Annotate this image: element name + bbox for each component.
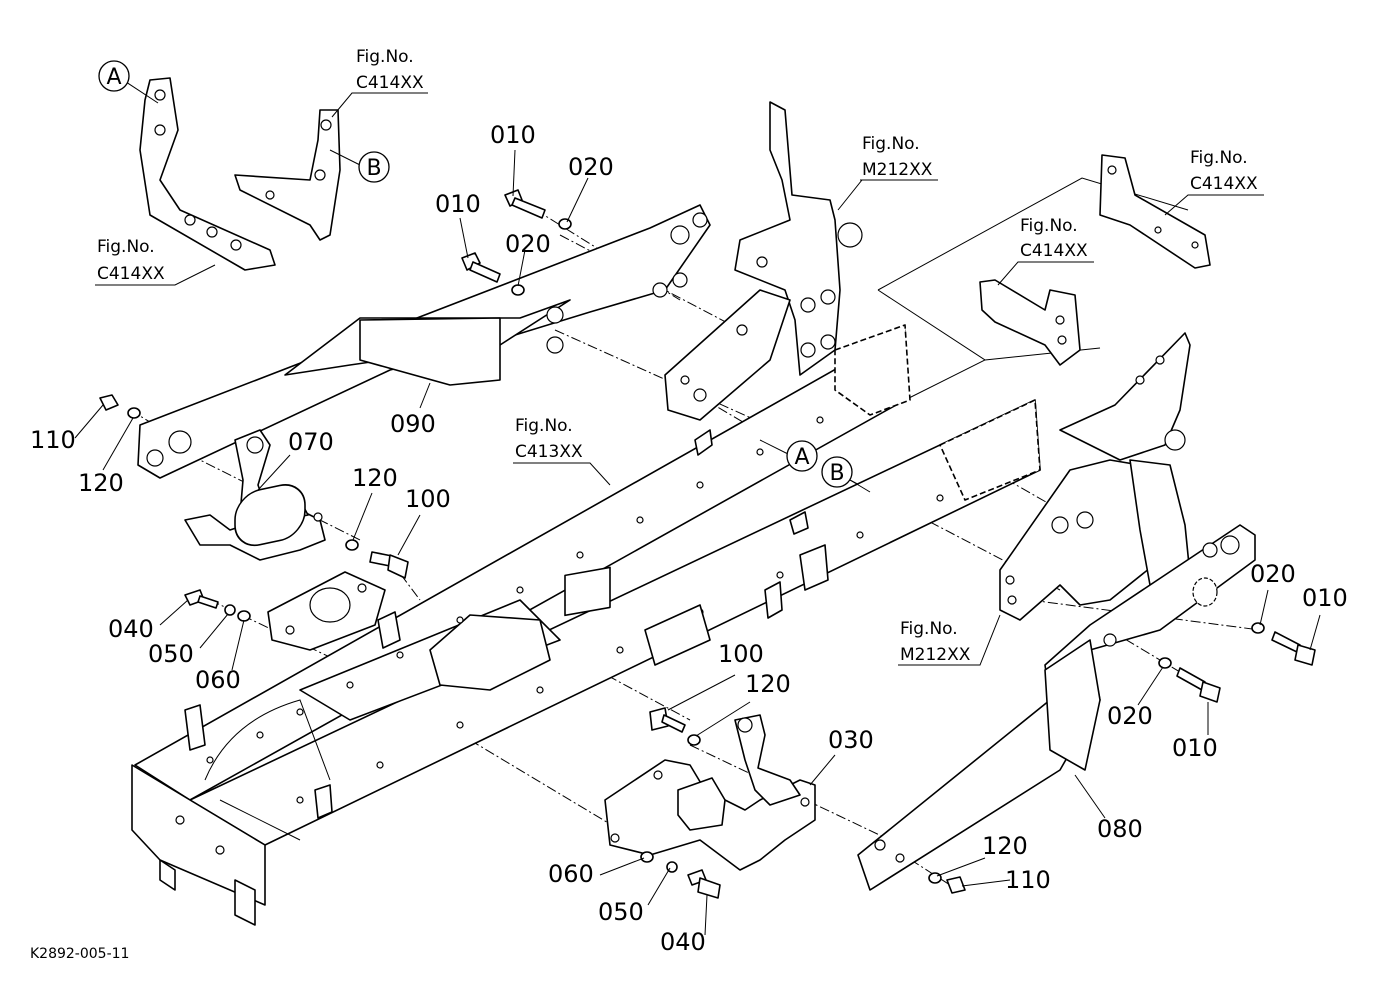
washer-020-right-a — [1251, 622, 1265, 634]
part-number-020: 020 — [1250, 560, 1296, 588]
support-bracket-080 — [857, 524, 1256, 891]
washer-020-right-b — [1158, 657, 1172, 669]
fig-ref-line2: M212XX — [862, 160, 933, 180]
part-number-090: 090 — [390, 410, 436, 438]
part-number-040: 040 — [108, 615, 154, 643]
fig-ref-c414-right-mid: Fig.No. C414XX — [1020, 216, 1088, 261]
part-number-060: 060 — [195, 666, 241, 694]
washer-050-left — [224, 604, 236, 616]
bolt-100-bottom — [649, 707, 686, 733]
drawing-code: K2892-005-11 — [30, 946, 129, 962]
subassembly-outline — [877, 177, 1189, 401]
fig-ref-line1: Fig.No. — [1020, 216, 1078, 236]
right-rear-support — [999, 332, 1191, 621]
part-number-070: 070 — [288, 428, 334, 456]
upper-right-support — [664, 101, 863, 421]
part-number-120: 120 — [745, 670, 791, 698]
washer-060-bottom — [640, 851, 654, 863]
fig-ref-line1: Fig.No. — [900, 619, 958, 639]
fig-ref-c413-mid: Fig.No. C413XX — [515, 416, 583, 462]
fig-ref-c414-left: Fig.No. C414XX — [97, 237, 165, 284]
left-top-bracket — [139, 77, 276, 271]
part-number-040: 040 — [660, 928, 706, 956]
engine-mount-030 — [604, 714, 816, 871]
part-number-120: 120 — [352, 464, 398, 492]
washer-020-b — [511, 284, 525, 296]
callout-label: B — [829, 461, 844, 486]
fig-ref-line1: Fig.No. — [515, 416, 573, 436]
engine-mount-070 — [184, 429, 386, 651]
washer-120-left-a — [127, 407, 141, 419]
main-frame — [131, 329, 1041, 926]
fig-ref-c414-right-top: Fig.No. C414XX — [1190, 148, 1258, 194]
fig-ref-underlines — [95, 92, 1264, 666]
part-number-010: 010 — [1172, 734, 1218, 762]
nut-110-left — [99, 394, 119, 411]
bolt-100-left — [369, 551, 409, 579]
part-number-060: 060 — [548, 860, 594, 888]
callout-label: A — [794, 445, 809, 470]
fig-ref-line2: C413XX — [515, 442, 583, 462]
part-number-labels: 010 020 010 020 090 110 120 070 120 100 … — [30, 121, 1348, 956]
fig-ref-line1: Fig.No. — [356, 47, 414, 67]
bolt-010-right-a — [1271, 631, 1316, 666]
callout-b-mid: B — [821, 456, 853, 488]
part-number-100: 100 — [405, 485, 451, 513]
fig-ref-line2: C414XX — [97, 264, 165, 284]
fig-ref-line1: Fig.No. — [1190, 148, 1248, 168]
washer-020-a — [558, 218, 572, 230]
callout-b-left: B — [358, 151, 390, 183]
fig-ref-line1: Fig.No. — [97, 237, 155, 257]
callout-label: B — [366, 156, 381, 181]
bolt-010-a — [504, 189, 546, 219]
bolt-010-b — [461, 252, 501, 283]
part-number-120: 120 — [982, 832, 1028, 860]
bolt-010-right-b — [1176, 667, 1221, 703]
bolt-040-left — [184, 589, 219, 609]
part-number-050: 050 — [598, 898, 644, 926]
part-number-100: 100 — [718, 640, 764, 668]
part-number-010: 010 — [1302, 584, 1348, 612]
washer-120-bottom — [687, 734, 701, 746]
callout-a-mid: A — [786, 440, 818, 472]
part-number-010: 010 — [435, 190, 481, 218]
callout-a-left: A — [98, 60, 130, 92]
part-number-010: 010 — [490, 121, 536, 149]
part-number-020: 020 — [568, 153, 614, 181]
fig-ref-m212-bottom: Fig.No. M212XX — [900, 619, 971, 665]
washer-060-left — [237, 610, 251, 622]
part-number-110: 110 — [30, 426, 76, 454]
nut-110-right — [946, 876, 966, 894]
part-number-080: 080 — [1097, 815, 1143, 843]
fig-ref-line2: C414XX — [1190, 174, 1258, 194]
fig-ref-m212-top: Fig.No. M212XX — [862, 134, 933, 180]
fig-ref-line2: C414XX — [1020, 241, 1088, 261]
part-number-020: 020 — [1107, 702, 1153, 730]
rear-plate — [834, 324, 1041, 501]
bolt-040-bottom — [687, 869, 721, 899]
fig-ref-c414-top: Fig.No. C414XX — [356, 47, 424, 93]
right-mid-bracket — [979, 279, 1081, 366]
washer-120-left-b — [345, 539, 359, 551]
part-number-120: 120 — [78, 469, 124, 497]
fig-ref-line1: Fig.No. — [862, 134, 920, 154]
support-bracket-090 — [137, 204, 711, 479]
right-top-bracket — [1099, 154, 1211, 269]
callout-label: A — [106, 65, 121, 90]
part-number-030: 030 — [828, 726, 874, 754]
fasteners — [99, 189, 1316, 899]
left-second-bracket — [234, 109, 341, 241]
part-number-050: 050 — [148, 640, 194, 668]
fig-ref-line2: M212XX — [900, 645, 971, 665]
washer-120-right — [928, 872, 942, 884]
fig-ref-line2: C414XX — [356, 73, 424, 93]
part-number-020: 020 — [505, 230, 551, 258]
part-number-110: 110 — [1005, 866, 1051, 894]
